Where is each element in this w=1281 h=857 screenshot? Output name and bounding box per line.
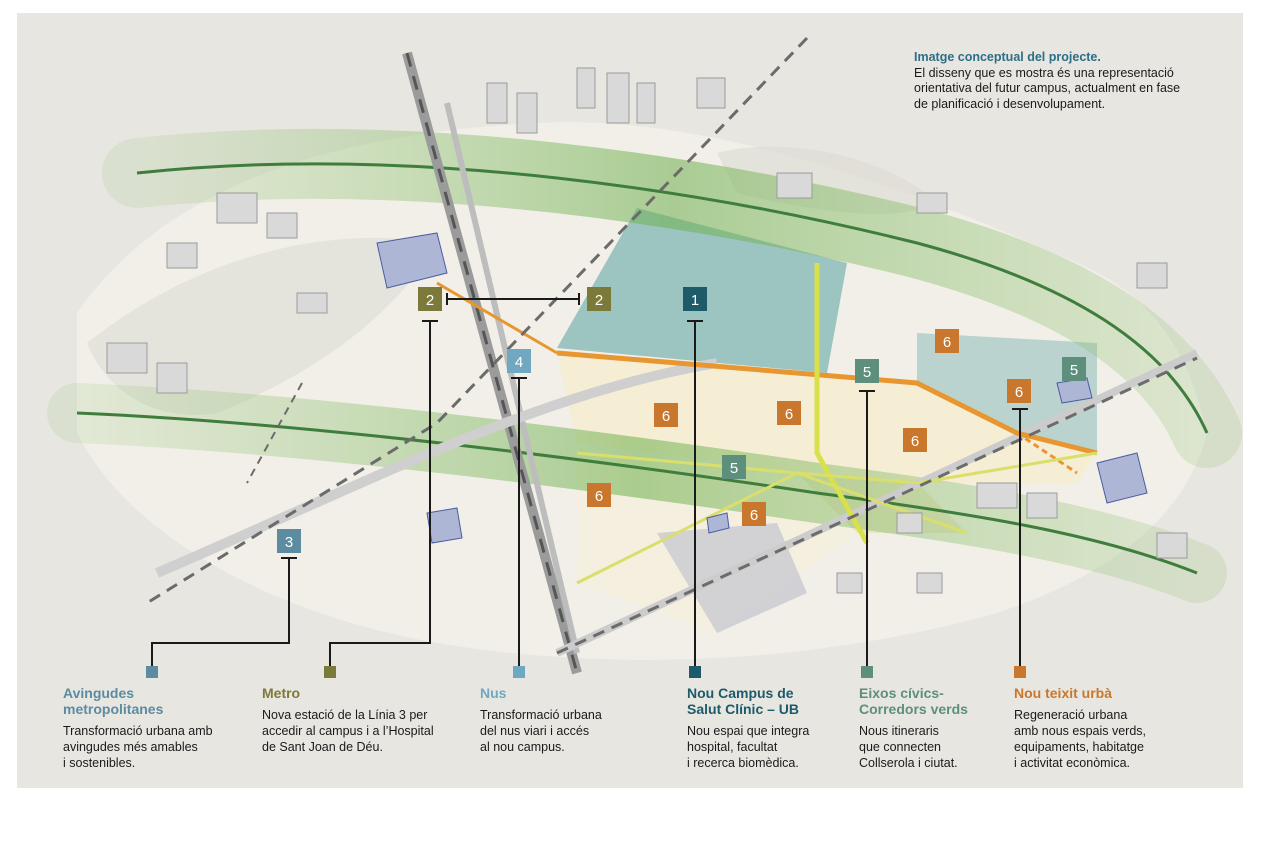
intro-line: de planificació i desenvolupament. [914, 96, 1106, 111]
svg-text:3: 3 [285, 534, 293, 551]
map-labels: 1 2 2 3 4 5 5 5 6 6 6 6 6 6 6 [277, 287, 1086, 553]
map-panel: 1 2 2 3 4 5 5 5 6 6 6 6 6 6 6 Imatge con… [17, 13, 1243, 788]
legend-title: Nou Campus de Salut Clínic – UB [687, 685, 800, 717]
svg-text:6: 6 [595, 488, 603, 505]
legend-title: Eixos cívics- Corredors verds [859, 685, 968, 717]
green-corridors [47, 128, 1242, 603]
svg-text:6: 6 [943, 334, 951, 351]
intro-line: orientativa del futur campus, actualment… [914, 81, 1181, 95]
svg-text:5: 5 [730, 460, 738, 477]
legend-title: Nou teixit urbà [1014, 685, 1113, 701]
map-label-3: 3 [277, 529, 301, 553]
legend-title: Avingudes metropolitanes [63, 685, 164, 717]
legend-title: Metro [262, 685, 301, 701]
legend-desc: Regeneració urbana amb nous espais verds… [1014, 708, 1147, 770]
intro-title: Imatge conceptual del projecte. [914, 50, 1101, 64]
svg-text:6: 6 [1015, 384, 1023, 401]
legend-desc: Nou espai que integra hospital, facultat… [687, 724, 810, 770]
map-label-2-b: 2 [587, 287, 611, 311]
map-label-6-f: 6 [587, 483, 611, 507]
legend-metro: Metro Nova estació de la Línia 3 per acc… [262, 685, 442, 755]
map-label-5-b: 5 [1062, 357, 1086, 381]
map-label-4: 4 [507, 349, 531, 373]
map-label-6-e: 6 [903, 428, 927, 452]
map-label-5-a: 5 [855, 359, 879, 383]
legend-nus: Nus Transformació urbana del nus viari i… [480, 685, 660, 755]
legend-title: Nus [480, 685, 507, 701]
rail-lines [146, 36, 1198, 655]
map-label-6-c: 6 [654, 403, 678, 427]
map-label-2-a: 2 [418, 287, 442, 311]
legend-campus: Nou Campus de Salut Clínic – UB Nou espa… [687, 685, 867, 771]
roads [155, 51, 1199, 675]
legend-teixit: Nou teixit urbà Regeneració urbana amb n… [1014, 685, 1194, 771]
map-label-6-d: 6 [777, 401, 801, 425]
svg-text:6: 6 [750, 507, 758, 524]
legend-desc: Transformació urbana amb avingudes més a… [63, 724, 213, 770]
svg-text:2: 2 [595, 292, 603, 309]
legend-desc: Nous itineraris que connecten Collserola… [859, 724, 958, 770]
buildings [106, 67, 1188, 594]
legend-markers [146, 666, 1026, 678]
svg-text:4: 4 [515, 354, 523, 371]
legend-desc: Nova estació de la Línia 3 per accedir a… [262, 708, 434, 754]
intro-note: Imatge conceptual del projecte. El disse… [914, 50, 1234, 112]
campus-map: 1 2 2 3 4 5 5 5 6 6 6 6 6 6 6 [47, 36, 1242, 678]
legend-avingudes: Avingudes metropolitanes Transformació u… [63, 685, 243, 771]
map-label-6-b: 6 [1007, 379, 1031, 403]
svg-text:5: 5 [1070, 362, 1078, 379]
map-label-6-g: 6 [742, 502, 766, 526]
svg-text:1: 1 [691, 292, 699, 309]
map-label-1: 1 [683, 287, 707, 311]
map-label-5-c: 5 [722, 455, 746, 479]
svg-text:2: 2 [426, 292, 434, 309]
connector-lines [151, 293, 1028, 669]
intro-line: El disseny que es mostra és una represen… [914, 65, 1174, 80]
legend-eixos: Eixos cívics- Corredors verds Nous itine… [859, 685, 1039, 771]
map-label-6-a: 6 [935, 329, 959, 353]
svg-text:6: 6 [662, 408, 670, 425]
svg-text:6: 6 [911, 433, 919, 450]
svg-text:6: 6 [785, 406, 793, 423]
legend-desc: Transformació urbana del nus viari i acc… [480, 708, 602, 754]
svg-text:5: 5 [863, 364, 871, 381]
